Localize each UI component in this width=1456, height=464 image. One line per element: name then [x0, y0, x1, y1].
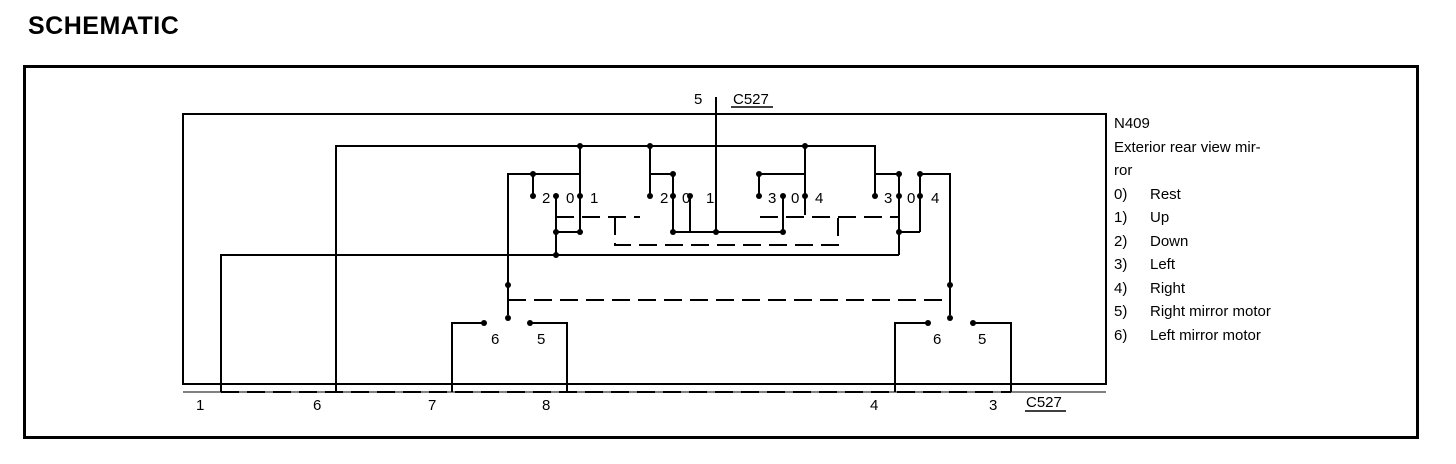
legend-item: 6)Left mirror motor: [1114, 326, 1261, 344]
wire-top-right: [580, 145, 876, 195]
selector-right-label-6: 6: [933, 331, 941, 348]
legend-item: 2)Down: [1114, 232, 1189, 250]
switch1-label-c: 1: [590, 190, 598, 207]
switch3-label-a: 3: [768, 190, 776, 207]
bottom-pin-6: 6: [313, 397, 321, 414]
bottom-pin-8: 8: [542, 397, 550, 414]
top-connector-label: C527: [733, 91, 769, 108]
legend-description: Exterior rear view mir- ror: [1114, 138, 1261, 180]
legend-item: 3)Left: [1114, 256, 1176, 273]
bottom-pin-1: 1: [196, 397, 204, 414]
switch3-label-c: 4: [815, 190, 823, 207]
legend-item: 5)Right mirror motor: [1114, 303, 1271, 320]
bottom-pin-4: 4: [870, 397, 878, 414]
switch3-label-b: 0: [791, 190, 799, 207]
bottom-pin-3: 3: [989, 397, 997, 414]
legend-item: 4)Right: [1114, 279, 1186, 297]
selector-right-label-5: 5: [978, 331, 986, 348]
selector-left-label-5: 5: [537, 331, 545, 348]
switch4-label-b: 0: [907, 190, 915, 207]
legend-title: N409: [1114, 115, 1150, 132]
bottom-pin-7: 7: [428, 397, 436, 414]
switch2-label-c: 1: [706, 190, 714, 207]
switch1-label-b: 0: [566, 190, 574, 207]
switch4-label-c: 4: [931, 190, 939, 207]
switch1-label-a: 2: [542, 190, 550, 207]
switch4-label-a: 3: [884, 190, 892, 207]
switch2-label-b: 0: [682, 190, 690, 207]
wire-top-left: [335, 145, 581, 392]
top-pin-label: 5: [694, 91, 702, 108]
component-box: [182, 113, 1107, 385]
legend-item: 1)Up: [1114, 209, 1170, 226]
legend-item: 0)Rest: [1114, 185, 1181, 203]
diagram-frame: [23, 65, 1419, 439]
selector-left-label-6: 6: [491, 331, 499, 348]
page-title: SCHEMATIC: [28, 12, 180, 40]
switch2-label-a: 2: [660, 190, 668, 207]
bottom-connector-label: C527: [1026, 394, 1062, 411]
wire-pin1: [220, 254, 556, 392]
legend: N409 Exterior rear view mir- ror 0)Rest …: [1114, 112, 1289, 347]
